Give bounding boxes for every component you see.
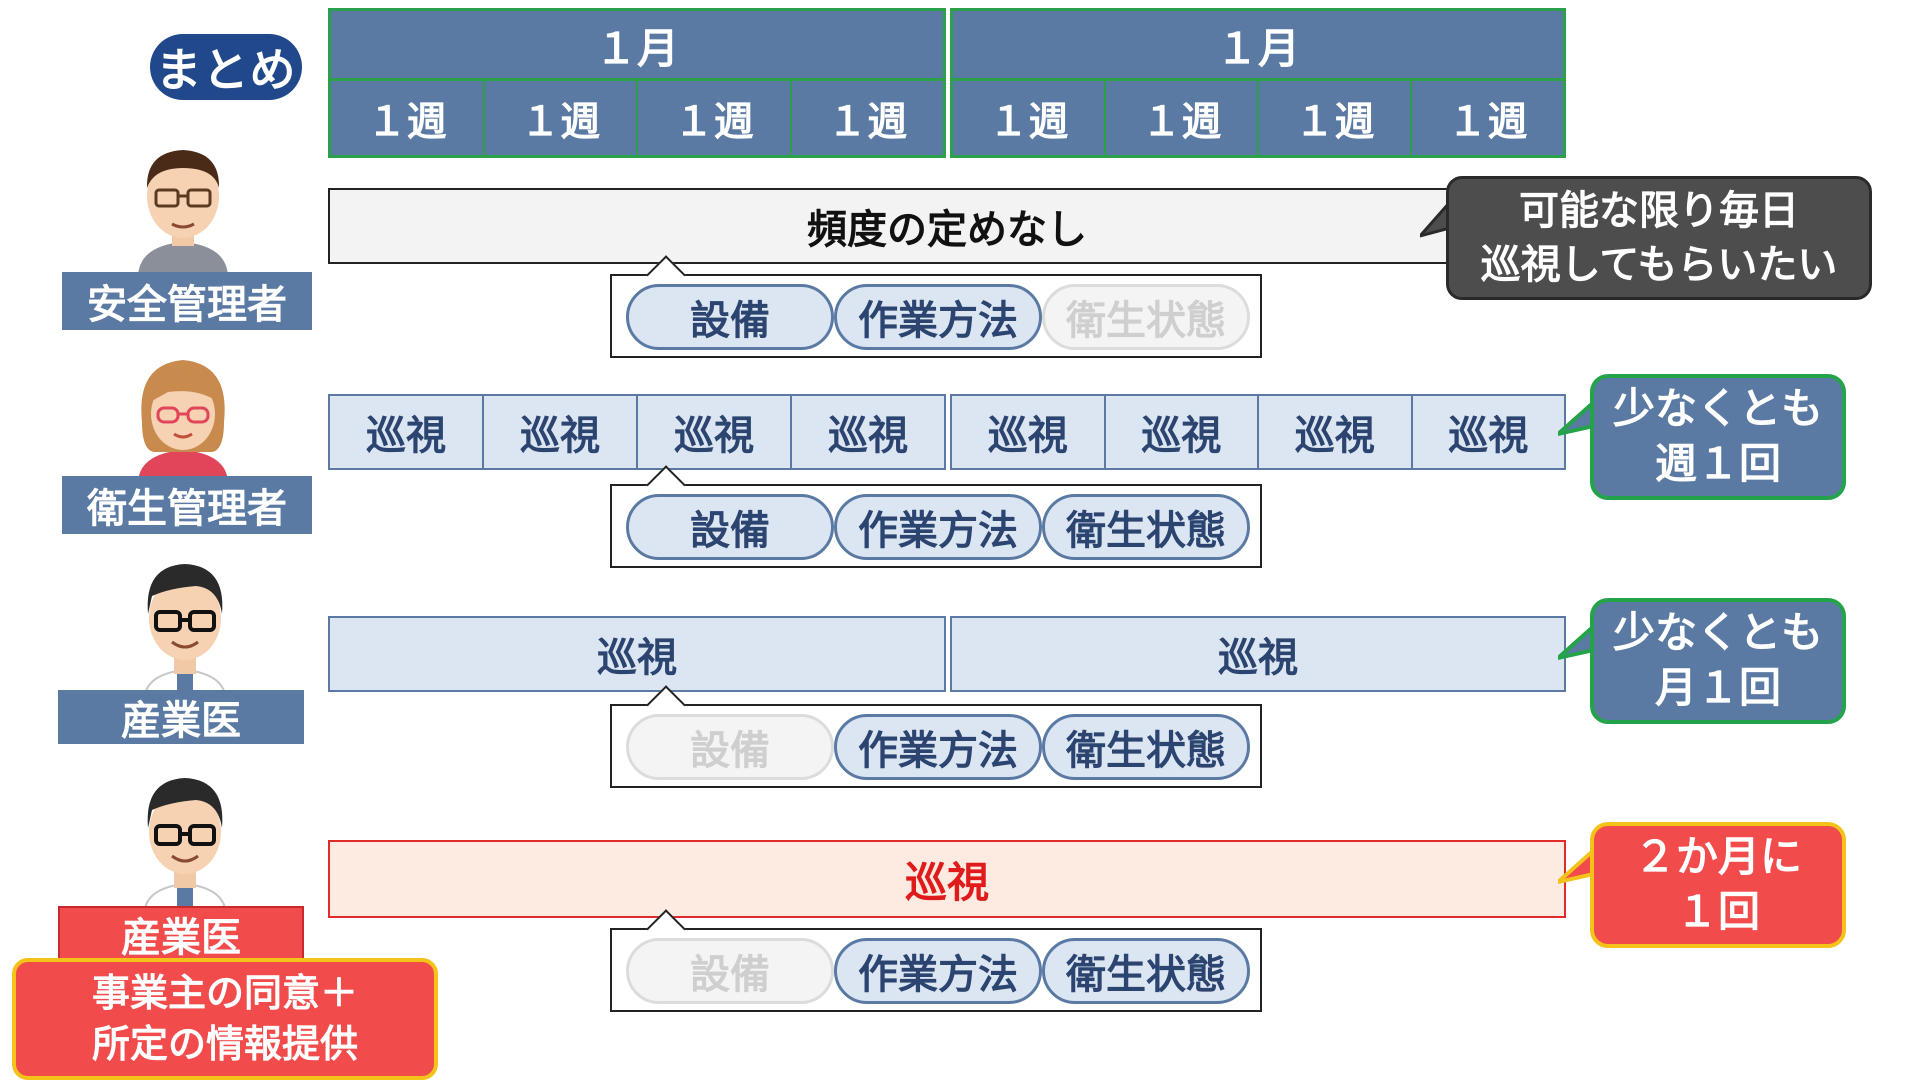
patrol-bar-bimonthly: 巡視 [328,840,1566,918]
doctor-avatar-icon [142,564,228,702]
month-label: １月 [950,8,1566,80]
header-divider [328,78,946,81]
item-equipment: 設備 [626,714,834,780]
week-row: １週 １週 １週 １週 [950,80,1566,158]
header-divider [950,78,1566,81]
patrol-bar-month-1: 巡視 [328,616,946,692]
item-hygiene: 衛生状態 [1042,714,1250,780]
inspection-items-callout: 設備 作業方法 衛生状態 [610,909,1262,1012]
role-label-health-manager: 衛生管理者 [62,476,312,534]
item-equipment: 設備 [626,494,834,560]
item-equipment: 設備 [626,938,834,1004]
patrol-bar-month-1: 巡視 巡視 巡視 巡視 [328,394,946,470]
patrol-cell: 巡視 [1103,394,1259,470]
summary-badge: まとめ [150,34,302,100]
role-label-industrial-physician: 産業医 [58,690,304,744]
bubble-pointer [1558,624,1594,661]
bubble-pointer [1558,400,1594,437]
frequency-note-bubble: 可能な限り毎日 巡視してもらいたい [1446,176,1872,300]
patrol-cell: 巡視 [328,394,484,470]
inspection-items-callout: 設備 作業方法 衛生状態 [610,465,1262,568]
item-work-method: 作業方法 [834,938,1042,1004]
week-label: １週 [789,80,944,155]
week-label: １週 [482,80,637,155]
frequency-note-bubble: 少なくとも 月１回 [1590,598,1846,724]
item-work-method: 作業方法 [834,714,1042,780]
patrol-bar-month-2: 巡視 巡視 巡視 巡視 [950,394,1566,470]
patrol-cell: 巡視 [1410,394,1566,470]
week-row: １週 １週 １週 １週 [328,80,946,158]
role-label-industrial-physician-conditional: 産業医 [58,906,304,962]
patrol-cell: 巡視 [950,394,1106,470]
bubble-pointer [1558,848,1594,885]
item-hygiene: 衛生状態 [1042,284,1250,350]
condition-note: 事業主の同意＋ 所定の情報提供 [12,958,438,1080]
man-with-glasses-avatar-icon [138,150,228,278]
doctor-avatar-icon [142,778,228,916]
week-label: １週 [636,80,790,155]
week-label: １週 [1104,80,1257,155]
item-equipment: 設備 [626,284,834,350]
patrol-cell: 巡視 [482,394,638,470]
item-hygiene: 衛生状態 [1042,938,1250,1004]
week-label: １週 [988,98,1069,145]
inspection-items-callout: 設備 作業方法 衛生状態 [610,255,1262,358]
woman-with-glasses-avatar-icon [138,360,228,484]
week-label: １週 [366,98,447,145]
inspection-items-callout: 設備 作業方法 衛生状態 [610,685,1262,788]
patrol-cell: 巡視 [636,394,792,470]
frequency-note-bubble: 少なくとも 週１回 [1590,374,1846,500]
week-label: １週 [1257,80,1410,155]
item-hygiene: 衛生状態 [1042,494,1250,560]
patrol-cell: 巡視 [328,616,946,692]
item-work-method: 作業方法 [834,284,1042,350]
frequency-bar: 頻度の定めなし [328,188,1566,264]
patrol-cell: 巡視 [790,394,946,470]
patrol-cell: 巡視 [1257,394,1413,470]
patrol-bar-month-2: 巡視 [950,616,1566,692]
month-group-1: １月 １週 １週 １週 １週 [328,8,946,158]
item-work-method: 作業方法 [834,494,1042,560]
bubble-pointer [1420,200,1450,238]
frequency-note-bubble: ２か月に １回 [1590,822,1846,948]
month-group-2: １月 １週 １週 １週 １週 [950,8,1566,158]
week-label: １週 [1410,80,1563,155]
patrol-cell: 巡視 [950,616,1566,692]
month-label: １月 [328,8,946,80]
role-label-safety-manager: 安全管理者 [62,272,312,330]
